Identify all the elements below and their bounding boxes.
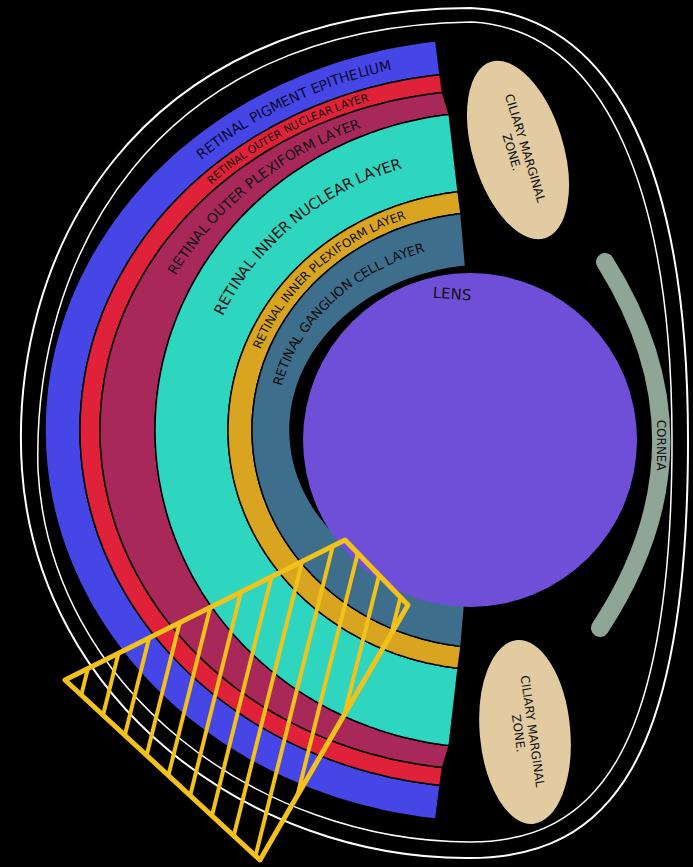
cornea-label: CORNEA bbox=[654, 410, 668, 480]
ciliary-zone: CILIARY MARGINAL ZONE. bbox=[425, 632, 625, 832]
layer-label: RETINAL INNER NUCLEAR LAYER bbox=[212, 157, 404, 318]
layer-label: RETINAL OUTER NUCLEAR LAYER bbox=[205, 92, 371, 186]
ciliary-zone-shape bbox=[471, 635, 579, 828]
cornea: CORNEA bbox=[580, 245, 680, 645]
cornea-shape bbox=[600, 262, 661, 628]
ciliary-zone: CILIARY MARGINAL ZONE. bbox=[418, 50, 618, 250]
layer-label: RETINAL GANGLION CELL LAYER bbox=[271, 241, 427, 388]
hatch-outline bbox=[65, 540, 408, 860]
ciliary-zone-shape bbox=[447, 50, 589, 250]
layer-label: RETINAL INNER PLEXIFORM LAYER bbox=[251, 209, 408, 351]
